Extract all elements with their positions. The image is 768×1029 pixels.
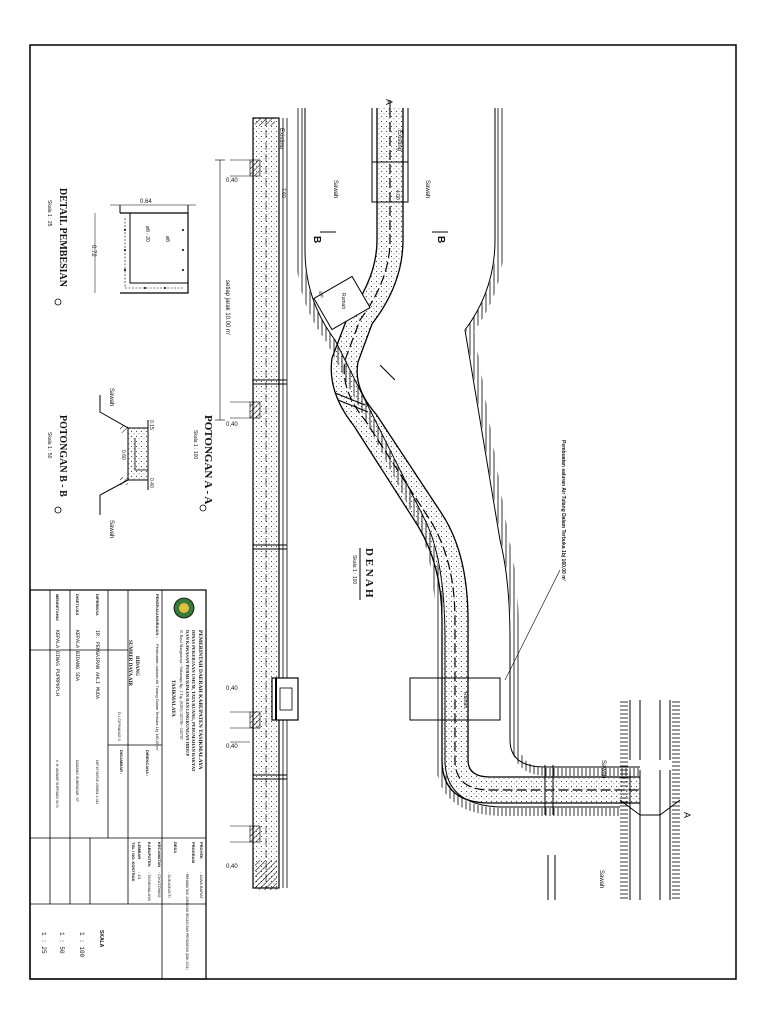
plan-section-a-bottom: A — [682, 812, 692, 818]
title-proyek-label: PROYEK — [199, 842, 204, 859]
plan-sawah-left: Sawah — [332, 180, 338, 198]
title-skala-1: 1 : 100 — [78, 932, 85, 958]
detail-rebar-b: ø8 - 20 — [144, 226, 150, 242]
plan-section-b-right: B — [435, 236, 446, 243]
section-aa-dim-5: 0,40 — [226, 864, 238, 870]
title-mengetahui-value: KEPALA DINAS PUPRPKPLH — [54, 630, 60, 696]
title-desa-label: DESA — [173, 842, 178, 853]
section-aa-dim-top: 7.60 — [280, 188, 286, 198]
title-kecamatan-label: KECAMATAN — [157, 842, 162, 867]
detail-scale: Skala 1 : 25 — [46, 200, 52, 227]
title-pekerjaan-value: Pembuatan saluran Air Tulang Dalam Terbu… — [155, 644, 160, 751]
title-header-1: PEMERINTAH DAERAH KABUPATEN TASIKMALAYA — [197, 630, 203, 770]
section-aa-dim-2: 0,40 — [226, 422, 238, 428]
plan-work-note: Pembuatan saluran Air Tulang Dalam Terbu… — [560, 440, 566, 581]
rebar-detail-view: 0.64 0.72 ø8 ø8 - 20 DETAIL PEMBESIAN Sk… — [46, 188, 196, 306]
title-kabupaten-value: : TASIKMALAYA — [147, 872, 152, 901]
title-kabupaten-label: KABUPATEN — [147, 842, 152, 867]
title-block: PEMERINTAH DAERAH KABUPATEN TASIKMALAYA … — [29, 589, 207, 980]
section-aa-spacing: setiap jarak 10.00 m' — [224, 280, 230, 335]
title-diperiksa-value: IR. PENGAIRAN AHLI MUDA — [94, 630, 100, 699]
section-aa-dim-1: 0,40 — [226, 178, 238, 184]
section-bb-view: Sawah Sawah 0.15 0.60 0.40 POTONGAN B - … — [46, 388, 154, 538]
title-digambar-label: DIGAMBAR : — [119, 750, 124, 774]
title-bidang-label: BIDANG — [134, 656, 139, 676]
plan-section-a-top: A — [384, 99, 394, 105]
plan-rumah-2: Rumah — [462, 692, 468, 708]
title-header-3: DAN KAWASAN PERMUKIMAN DAN LINGKUNGAN HI… — [185, 630, 190, 756]
plan-view: A A B B Existing Sawah Sawah Sawah Sawah… — [296, 99, 692, 900]
detail-rebar-a: ø8 — [164, 236, 170, 242]
title-program-value: : REHABILITASI JARINGAN IRIGASI DAN PENG… — [185, 872, 189, 970]
section-aa-view: setiap jarak 10.00 m' 0,40 0,40 0,40 0,4… — [192, 117, 299, 890]
title-program-label: PROGRAM — [191, 842, 196, 864]
section-aa-existing: Existing — [278, 128, 284, 149]
title-lembar-value: : 1/1 — [137, 872, 142, 881]
title-header-4: Jl. Raya Mangunreja - Sukamaju Kp. 1 Tip… — [179, 630, 184, 740]
sheet-border — [29, 44, 737, 980]
title-disetujui-label: DISETUJUI — [75, 594, 80, 615]
detail-height: 0.72 — [90, 245, 96, 257]
title-header-2: DINAS PEKERJAAN UMUM, TATA RUANG, PERUMA… — [191, 630, 196, 772]
section-aa-dim-4: 0,40 — [226, 744, 238, 750]
title-skala-label: SKALA — [98, 930, 104, 948]
title-direncana-label: DIRENCANA : — [145, 750, 150, 776]
detail-title: DETAIL PEMBESIAN — [57, 188, 68, 288]
section-bb-scale: Skala 1 : 50 — [46, 432, 52, 459]
title-kecamatan-value: : CIKATOMAS — [157, 872, 162, 898]
plan-rumah-1: Rumah — [340, 293, 346, 309]
title-bidang-value: SUMBER DAYA AIR — [127, 640, 132, 686]
title-skala-2: 1 : 50 — [58, 932, 65, 954]
title-dicipnang: D.I CIPINANG 3 — [117, 712, 122, 742]
title-diperiksa-label: DIPERIKSA — [95, 594, 100, 616]
section-bb-dim-b: 0.60 — [120, 450, 126, 460]
plan-sawah-branch-top: Sawah — [600, 760, 606, 778]
title-skala-3: 1 : 25 — [40, 932, 47, 954]
plan-title: D E N A H — [363, 548, 375, 598]
plan-dim-bend: 4m — [316, 290, 325, 299]
regency-logo — [173, 597, 195, 619]
title-mengetahui-label: MENGETAHUI — [55, 594, 60, 621]
plan-sawah-branch-bottom: Sawah — [598, 870, 604, 888]
title-disetujui-value: KEPALA BIDANG SDA — [74, 630, 80, 681]
detail-width: 0.64 — [140, 199, 152, 205]
title-proyek-value: : JAWA BARAT — [199, 872, 204, 900]
section-aa-title: POTONGAN A - A — [202, 415, 214, 504]
section-bb-dim-a: 0.15 — [148, 420, 154, 430]
title-sign-2: DADANG SUHENDAR, ST — [75, 760, 79, 803]
title-pekerjaan-label: PEKERJAAN/URAIAN : — [155, 594, 160, 638]
section-bb-sawah-top: Sawah — [108, 388, 114, 406]
plan-dim-top: 4.00 — [394, 190, 400, 200]
plan-existing-label: Existing — [396, 130, 402, 151]
plan-scale: Skala 1 : 100 — [351, 555, 357, 584]
plan-section-b-left: B — [311, 236, 322, 243]
title-desa-value: : SUKAMUKTI — [167, 872, 172, 898]
title-lembar-label: LEMBAR — [137, 842, 142, 859]
title-sign-3: Ir. H. ANWAR SUPRIADI, M.Si — [55, 760, 59, 808]
section-aa-scale: Skala 1 : 100 — [192, 430, 198, 459]
title-tgl-label: TGL / NO. KONTRAK — [131, 842, 136, 882]
title-sign-1: NIP.19780915 200801 1 012 — [95, 760, 99, 804]
section-bb-sawah-bottom: Sawah — [108, 520, 114, 538]
plan-sawah-right: Sawah — [424, 180, 430, 198]
title-header-5: TASIKMALAYA — [170, 680, 175, 717]
section-aa-dim-3: 0,40 — [226, 686, 238, 692]
section-bb-title: POTONGAN B - B — [57, 415, 68, 497]
section-bb-dim-c: 0.40 — [148, 478, 154, 488]
